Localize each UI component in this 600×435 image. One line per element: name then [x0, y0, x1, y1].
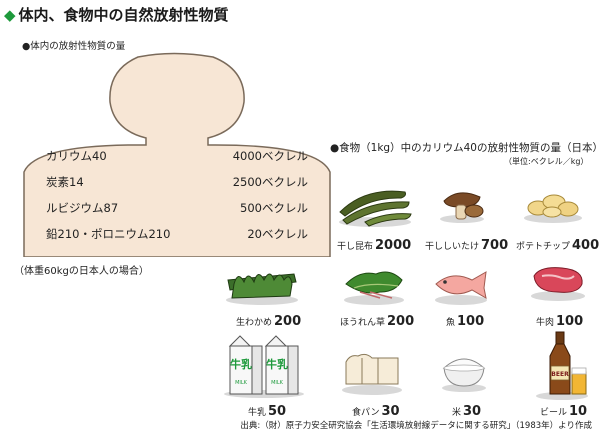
- source-footnote: 出典:（財）原子力安全研究協会「生活環境放射線データに関する研究」（1983年）…: [240, 421, 592, 431]
- body-section-heading: ●体内の放射性物質の量: [22, 41, 126, 52]
- row-name: 鉛210・ポロニウム210: [46, 227, 171, 241]
- beer-icon: BEER: [536, 331, 588, 400]
- kelp-icon: [339, 190, 412, 227]
- row-amount: 2500ベクレル: [232, 175, 308, 189]
- bread-icon: [342, 353, 402, 395]
- body-row-potassium: カリウム40 4000ベクレル: [46, 148, 308, 164]
- food-label: 牛肉: [536, 318, 555, 328]
- food-label: ビール: [540, 408, 568, 418]
- food-label: 干し昆布: [337, 242, 374, 252]
- food-value: 400: [572, 238, 600, 253]
- row-amount: 500ベクレル: [240, 201, 308, 215]
- milk-carton-brand-2: MILK: [271, 380, 284, 386]
- row-name: カリウム40: [46, 149, 107, 163]
- beer-label-text: BEER: [551, 371, 569, 378]
- body-row-carbon: 炭素14 2500ベクレル: [46, 174, 308, 190]
- row-amount: 20ベクレル: [247, 227, 308, 241]
- wakame-icon: [226, 273, 298, 305]
- page-title-text: 体内、食物中の自然放射性物質: [18, 6, 229, 24]
- rice-icon: [442, 358, 486, 392]
- page-title: ◆ 体内、食物中の自然放射性物質: [4, 4, 229, 25]
- mushroom-icon: [440, 192, 484, 223]
- food-value: 100: [556, 314, 584, 329]
- food-value: 30: [381, 404, 400, 419]
- spinach-icon: [344, 271, 404, 305]
- row-name: 炭素14: [46, 175, 84, 189]
- potato-chips-icon: [524, 194, 582, 223]
- food-value: 2000: [375, 238, 412, 253]
- row-name: ルビジウム87: [46, 201, 119, 215]
- row-amount: 4000ベクレル: [232, 149, 308, 163]
- body-row-rubidium: ルビジウム87 500ベクレル: [46, 200, 308, 216]
- beef-icon: [531, 267, 585, 301]
- milk-carton-brand: MILK: [235, 380, 248, 386]
- food-value: 50: [268, 404, 287, 419]
- food-section-heading: ●食物（1kg）中のカリウム40の放射性物質の量（日本）: [330, 142, 600, 154]
- food-value: 200: [387, 314, 415, 329]
- food-label: 米: [452, 408, 462, 418]
- food-label: ほうれん草: [340, 318, 386, 328]
- food-value: 100: [457, 314, 485, 329]
- food-label: 干ししいたけ: [425, 242, 480, 252]
- food-value: 700: [481, 238, 509, 253]
- food-value: 30: [463, 404, 482, 419]
- milk-icon: 牛乳 MILK 牛乳 MILK: [224, 335, 304, 398]
- human-body-silhouette: [23, 52, 331, 257]
- food-label: 生わかめ: [236, 318, 273, 328]
- food-value: 10: [569, 404, 588, 419]
- diamond-bullet-icon: ◆: [4, 5, 16, 24]
- body-note: （体重60kgの日本人の場合）: [14, 266, 149, 277]
- milk-carton-text-2: 牛乳: [266, 357, 288, 371]
- food-label: 食パン: [352, 408, 380, 418]
- food-value: 200: [274, 314, 302, 329]
- food-label: 魚: [446, 318, 456, 328]
- fish-icon: [435, 271, 487, 305]
- food-unit: （単位:ベクレル／kg）: [504, 157, 589, 166]
- body-row-lead-polonium: 鉛210・ポロニウム210 20ベクレル: [46, 226, 308, 242]
- food-label: ポテトチップ: [516, 242, 571, 252]
- food-label: 牛乳: [248, 408, 267, 418]
- milk-carton-text: 牛乳: [230, 357, 252, 371]
